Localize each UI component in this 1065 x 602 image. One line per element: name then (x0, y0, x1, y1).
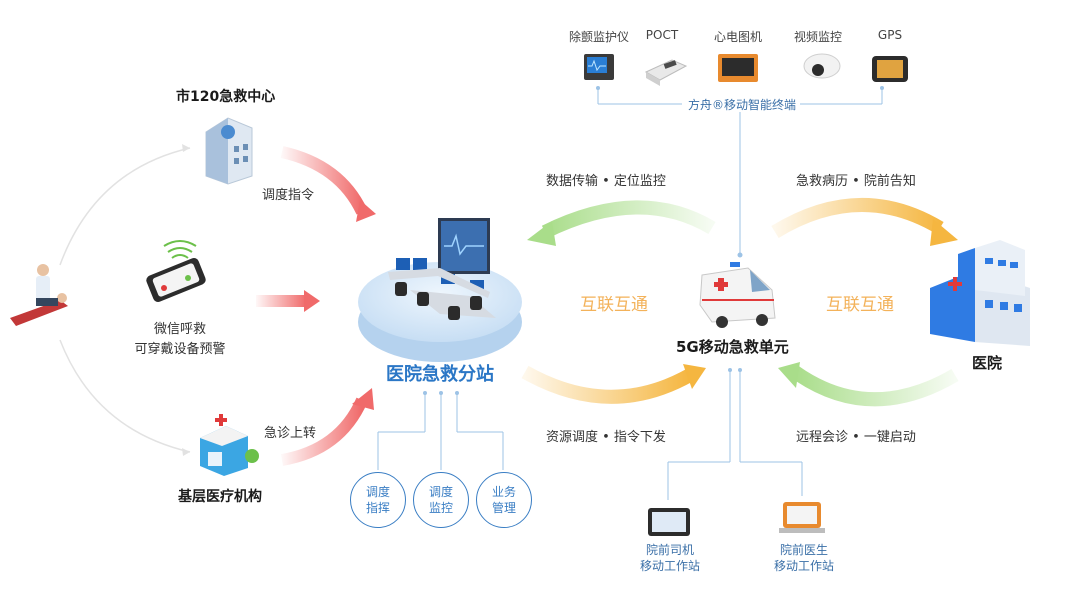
tablet-icon (648, 508, 690, 536)
node-wechat-line2: 可穿戴设备预警 (134, 342, 226, 357)
node-basic-institution: 基层医疗机构 (178, 489, 262, 505)
gps-icon (872, 56, 908, 82)
flow-interconnect-left: 互联互通 (580, 295, 648, 315)
station-connectors (377, 393, 504, 470)
workstation-doctor-line1: 院前医生 (779, 543, 828, 557)
function-label-line2: 指挥 (365, 501, 390, 515)
function-label-line2: 管理 (491, 501, 516, 515)
device-label-ecg: 心电图机 (713, 30, 762, 44)
node-mobile-unit: 5G移动急救单元 (676, 338, 789, 356)
flow-remote-consult: 远程会诊 • 一键启动 (796, 430, 916, 445)
arrow-wechat (256, 295, 306, 307)
workstation-driver-line2: 移动工作站 (639, 559, 700, 573)
arrow-dispatch (280, 146, 368, 215)
workstation-driver-line1: 院前司机 (645, 543, 694, 557)
flow-data-transfer: 数据传输 • 定位监控 (546, 174, 666, 189)
station-function-business-management[interactable]: 业务管理 (476, 472, 532, 528)
arrow-wechat-head (304, 290, 320, 312)
workstation-doctor-line2: 移动工作站 (773, 559, 834, 573)
arrow-dispatch-head (356, 200, 376, 222)
laptop-icon (779, 502, 825, 533)
flow-interconnect-right: 互联互通 (826, 295, 894, 315)
left-arc-top (59, 147, 191, 266)
arc-remote-consult (790, 366, 959, 407)
phone-icon (146, 240, 206, 302)
flow-resource-dispatch: 资源调度 • 指令下发 (546, 430, 666, 445)
device-bracket (597, 88, 883, 255)
node-hospital-station: 医院急救分站 (386, 364, 494, 385)
arrow-transfer-head (352, 388, 374, 410)
patient-icon (10, 264, 68, 326)
station-function-dispatch-command[interactable]: 调度指挥 (350, 472, 406, 528)
flow-dispatch-command: 调度指令 (262, 188, 315, 203)
device-label-defibrillator: 除颤监护仪 (568, 30, 629, 44)
flow-record-notice: 急救病历 • 院前告知 (796, 174, 916, 189)
terminal-label: 方舟®移动智能终端 (688, 98, 797, 112)
node-dispatch-center: 市120急救中心 (176, 89, 276, 105)
station-function-dispatch-monitor[interactable]: 调度监控 (413, 472, 469, 528)
function-label-line1: 业务 (491, 485, 516, 499)
control-room-icon (358, 218, 522, 362)
building-icon (205, 117, 253, 185)
defibrillator-icon (584, 54, 614, 80)
node-hospital: 医院 (972, 354, 1003, 372)
left-arc-bottom (59, 339, 191, 453)
device-label-video: 视频监控 (793, 30, 842, 44)
ambulance-icon (699, 262, 776, 328)
arc-data-transfer (541, 200, 716, 239)
flow-emergency-transfer: 急诊上转 (264, 426, 317, 441)
camera-icon (803, 53, 841, 79)
function-label-line1: 调度 (365, 485, 390, 499)
clinic-icon (200, 414, 259, 476)
device-label-poct: POCT (645, 28, 679, 42)
arrow-transfer (280, 397, 368, 466)
ecg-icon (718, 54, 758, 82)
arc-record-notice (771, 198, 944, 238)
hospital-icon (930, 240, 1030, 346)
function-label-line2: 监控 (428, 501, 453, 515)
poct-icon (644, 59, 688, 86)
node-wechat-line1: 微信呼救 (153, 322, 206, 337)
function-label-line1: 调度 (428, 485, 453, 499)
device-label-gps: GPS (877, 28, 903, 42)
arc-resource-dispatch (521, 365, 694, 404)
workstation-connectors (667, 370, 803, 500)
